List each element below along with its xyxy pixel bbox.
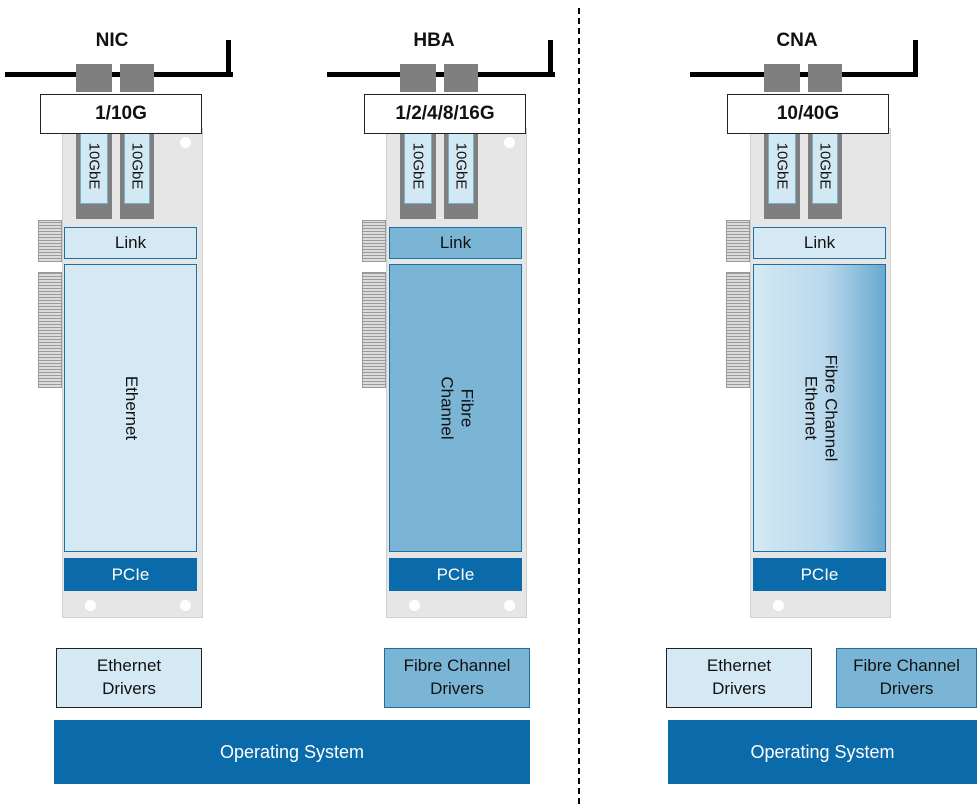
cna-link-block: Link — [753, 227, 886, 259]
hba-bracket-bottom — [362, 272, 386, 388]
hba-card-hole — [409, 600, 420, 611]
os-right: Operating System — [668, 720, 977, 784]
cna-slot-post — [913, 40, 918, 77]
hba-link-block: Link — [389, 227, 522, 259]
cna-bracket-top — [726, 220, 750, 262]
cna-pcie-block: PCIe — [753, 558, 886, 591]
nic-protocol-block: Ethernet — [64, 264, 197, 552]
nic-port-label-2: 10GbE — [124, 128, 150, 204]
hba-port-label-2: 10GbE — [448, 128, 474, 204]
hba-port-1 — [400, 64, 436, 92]
hba-protocol-block: Fibre Channel — [389, 264, 522, 552]
nic-speed-label: 1/10G — [40, 94, 202, 134]
nic-pcie-block: PCIe — [64, 558, 197, 591]
hba-port-label-1: 10GbE — [404, 128, 432, 204]
cna-card-hole — [773, 600, 784, 611]
cna-port-label-1: 10GbE — [768, 128, 796, 204]
nic-protocol-label: Ethernet — [121, 375, 141, 441]
hba-slot-post — [548, 40, 553, 77]
hba-card-hole — [504, 137, 515, 148]
section-divider — [578, 8, 580, 804]
nic-card-hole — [180, 137, 191, 148]
cna-port-2 — [808, 64, 842, 92]
hba-pcie-block: PCIe — [389, 558, 522, 591]
cna-title: CNA — [776, 30, 818, 51]
hba-card-hole — [504, 600, 515, 611]
cna-bracket-bottom — [726, 272, 750, 388]
hba-bracket-top — [362, 220, 386, 262]
nic-port-label-1: 10GbE — [80, 128, 108, 204]
hba-slot-line — [327, 72, 555, 77]
hba-protocol-label: Fibre Channel — [436, 376, 476, 440]
nic-port-1 — [76, 64, 112, 92]
cna-slot-line — [690, 72, 918, 77]
nic-slot-post — [226, 40, 231, 77]
nic-card-hole — [85, 600, 96, 611]
nic-bracket-top — [38, 220, 62, 262]
cna-port-1 — [764, 64, 800, 92]
nic-bracket-bottom — [38, 272, 62, 388]
hba-speed-label: 1/2/4/8/16G — [364, 94, 526, 134]
cna-protocol-block: Fibre Channel Ethernet — [753, 264, 886, 552]
cna-speed-label: 10/40G — [727, 94, 889, 134]
hba-port-2 — [444, 64, 478, 92]
nic-title: NIC — [95, 30, 129, 51]
cna-port-label-2: 10GbE — [812, 128, 838, 204]
nic-card-hole — [180, 600, 191, 611]
hba-title: HBA — [413, 30, 455, 51]
nic-slot-line — [5, 72, 233, 77]
nic-port-2 — [120, 64, 154, 92]
nic-link-block: Link — [64, 227, 197, 259]
cna-protocol-label: Fibre Channel Ethernet — [800, 354, 840, 462]
os-left: Operating System — [54, 720, 530, 784]
